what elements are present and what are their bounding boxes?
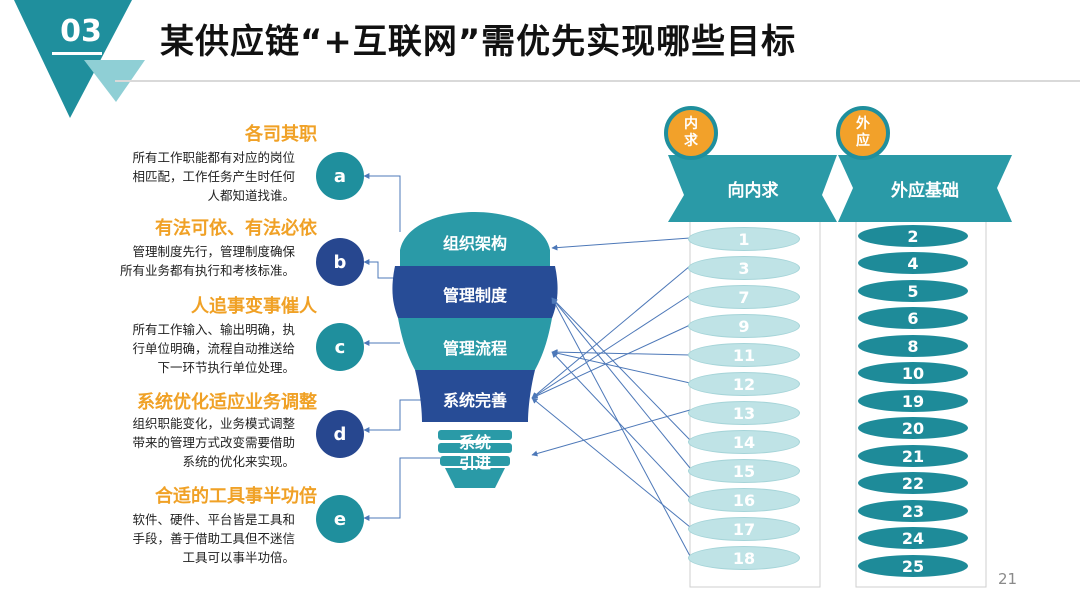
external-item: 19 <box>858 390 968 412</box>
internal-item: 18 <box>688 546 800 570</box>
internal-item: 11 <box>688 343 800 367</box>
external-item: 25 <box>858 555 968 577</box>
external-item: 5 <box>858 280 968 302</box>
internal-column-label: 向内求 <box>684 176 822 201</box>
external-item: 10 <box>858 362 968 384</box>
bulb-band-policy: 管理制度 <box>400 282 550 306</box>
internal-item: 3 <box>688 256 800 280</box>
bulb-band-org: 组织架构 <box>400 230 550 254</box>
external-item: 22 <box>858 472 968 494</box>
principle-a-circle: a <box>316 152 364 200</box>
external-badge: 外应 <box>836 106 890 160</box>
internal-item: 12 <box>688 372 800 396</box>
principle-c-circle: c <box>316 323 364 371</box>
principle-d-circle: d <box>316 410 364 458</box>
external-item: 21 <box>858 445 968 467</box>
internal-item: 15 <box>688 459 800 483</box>
external-item: 2 <box>858 225 968 247</box>
external-item: 8 <box>858 335 968 357</box>
external-item: 20 <box>858 417 968 439</box>
external-item: 4 <box>858 252 968 274</box>
external-item: 23 <box>858 500 968 522</box>
principle-b-circle: b <box>316 238 364 286</box>
internal-item: 1 <box>688 227 800 251</box>
bulb-base-label: 系统引进 <box>438 433 512 473</box>
external-item: 24 <box>858 527 968 549</box>
external-column-label: 外应基础 <box>853 176 997 201</box>
internal-item: 17 <box>688 517 800 541</box>
internal-item: 14 <box>688 430 800 454</box>
external-item: 6 <box>858 307 968 329</box>
principle-e-circle: e <box>316 495 364 543</box>
slide-number: 21 <box>998 570 1017 588</box>
bulb-band-system: 系统完善 <box>420 387 530 411</box>
internal-badge: 内求 <box>664 106 718 160</box>
internal-item: 13 <box>688 401 800 425</box>
internal-item: 7 <box>688 285 800 309</box>
internal-item: 16 <box>688 488 800 512</box>
internal-item: 9 <box>688 314 800 338</box>
bulb-band-process: 管理流程 <box>400 335 550 359</box>
